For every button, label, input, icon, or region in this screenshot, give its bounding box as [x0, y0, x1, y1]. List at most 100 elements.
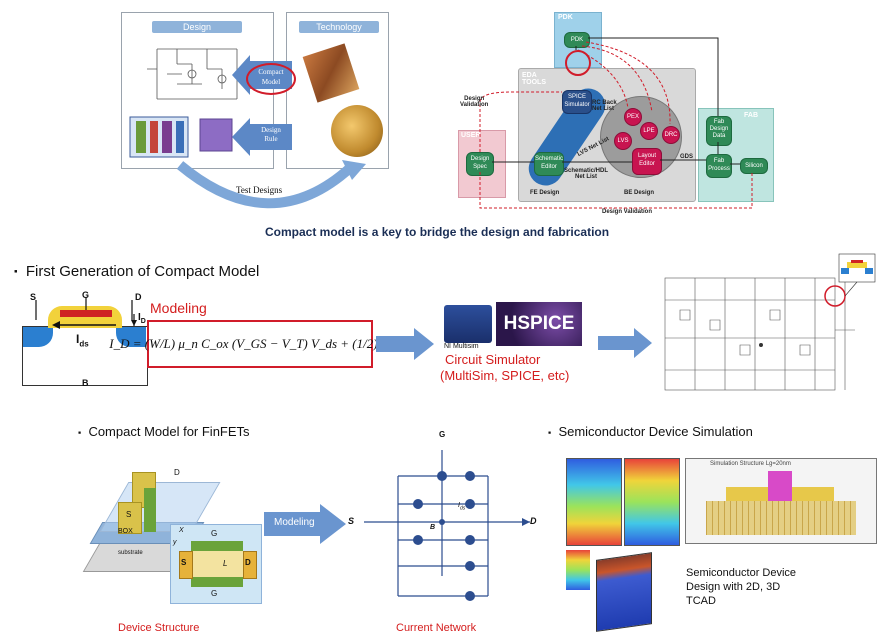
tcad-2d-plot-1 — [566, 458, 622, 546]
fab-region-label: FAB — [744, 112, 758, 119]
mosfet-ids-sub: ds — [79, 339, 89, 349]
section3-bullet: ▪ Semiconductor Device Simulation — [548, 424, 753, 439]
schematic-editor-node: Schematic Editor — [534, 152, 564, 176]
section2-bullet: ▪ Compact Model for FinFETs — [78, 424, 250, 439]
network-d-label: D — [530, 516, 537, 526]
mosfet-cross-section: S G D ID Ids B — [22, 290, 148, 388]
wafer-photo — [331, 105, 383, 157]
netlist-label: Schematic/HDL Net List — [564, 168, 609, 180]
gds-label: GDS — [680, 154, 694, 160]
mosfet-g-label: G — [82, 290, 90, 300]
finfet-substrate-label: substrate — [118, 550, 143, 556]
circuit-schematic — [664, 253, 876, 391]
inset-l-label: L — [223, 559, 228, 568]
inset-drain — [243, 551, 257, 579]
rc-netlist-label: RC Back Net List — [592, 100, 617, 112]
arrow-to-circuit — [598, 328, 652, 358]
ni-multisim-label: NI Multisim — [444, 343, 479, 350]
design-validation-bottom-label: Design Validation — [602, 209, 653, 215]
tcad-structure-title: Simulation Structure Lg=20nm — [710, 461, 791, 467]
arrow-to-simulator — [376, 328, 434, 360]
network-ids-main: I — [458, 502, 460, 509]
mosfet-b-label: B — [82, 378, 89, 388]
inset-gate-top — [191, 541, 243, 551]
design-tab-label: Design — [152, 21, 242, 33]
network-s-label: S — [348, 516, 355, 526]
be-design-label: BE Design — [624, 190, 655, 196]
eda-flow-lines — [479, 37, 753, 209]
tcad-mesh-region — [706, 501, 856, 535]
design-rule-label: Design Rule — [261, 126, 281, 143]
modeling-label-2: Modeling — [274, 517, 315, 528]
eda-tools-label: EDA TOOLS — [522, 72, 546, 86]
test-designs-arrow — [176, 160, 366, 209]
inset-d-label: D — [245, 558, 251, 567]
device-structure-label: Device Structure — [118, 622, 200, 634]
design-rule-arrow — [232, 118, 292, 156]
mosfet-drain-region — [116, 327, 146, 347]
circuit-simulator-label: Circuit Simulator — [445, 352, 541, 367]
inset-g-bottom-label: G — [211, 589, 218, 598]
finfet-s-label: S — [126, 510, 132, 519]
tcad-structure-plot: Simulation Structure Lg=20nm — [685, 458, 877, 544]
silicon-node: Silicon — [740, 158, 768, 174]
inset-x-label: X — [179, 527, 184, 534]
pex-node: PEX — [624, 108, 642, 126]
finfet-d-label: D — [174, 468, 180, 477]
mosfet-ids-label: Ids — [76, 332, 89, 348]
section2-title: Compact Model for FinFETs — [88, 424, 250, 439]
pdk-region-label: PDK — [558, 14, 573, 21]
tcad-gate-region — [768, 471, 792, 501]
inset-y-label: y — [173, 539, 177, 546]
mosfet-ids-main: I — [76, 332, 80, 346]
hspice-logo: HSPICE — [496, 302, 582, 346]
mosfet-gate — [60, 310, 112, 317]
current-network — [364, 450, 530, 601]
bullet-marker: ▪ — [548, 427, 552, 438]
fab-design-data-node: Fab Design Data — [706, 116, 732, 146]
modeling-label-1: Modeling — [150, 300, 207, 316]
arrow-modeling-finfet — [264, 504, 346, 544]
chip-photo — [302, 43, 360, 103]
mosfet-d-label: D — [135, 292, 142, 302]
mosfet-terminals — [35, 298, 137, 326]
compact-model-label: Compact Model — [246, 63, 296, 95]
finfet-source-block — [118, 502, 142, 534]
network-ids-sub: ds — [459, 505, 466, 512]
inset-channel — [191, 551, 243, 577]
mosfet-s-label: S — [30, 292, 37, 302]
bullet-marker: ▪ — [14, 266, 18, 278]
design-layout-art — [129, 116, 233, 158]
inset-gate-bottom — [191, 577, 243, 587]
compact-model-equation: I_D = (W/L) μ_n C_ox (V_GS − V_T) V_ds +… — [109, 320, 411, 368]
tcad-right-region — [792, 487, 834, 501]
drc-node: DRC — [662, 126, 680, 144]
circuit-simulator-examples: (MultiSim, SPICE, etc) — [440, 368, 570, 383]
finfet-inset: G G S D X y L — [170, 524, 262, 604]
finfet-box-label: BOX — [118, 528, 133, 535]
top-caption: Compact model is a key to bridge the des… — [265, 225, 610, 239]
network-ids-label: Ids — [458, 502, 465, 511]
inset-g-top-label: G — [211, 529, 218, 538]
section3-title: Semiconductor Device Simulation — [558, 424, 753, 439]
spice-simulator-node: SPICE Simulator — [562, 90, 592, 114]
tcad-2d-plot-2 — [624, 458, 680, 546]
section1-title: First Generation of Compact Model — [25, 263, 260, 280]
inset-s-label: S — [181, 558, 187, 567]
finfet-gate-bar — [144, 488, 156, 532]
mosfet-id-label: ID — [138, 312, 146, 325]
lvs-node: LVS — [614, 132, 632, 150]
multisim-logo — [444, 305, 492, 343]
mosfet-id-main: I — [138, 312, 141, 323]
current-network-label: Current Network — [396, 622, 477, 634]
tcad-description: Semiconductor Device Design with 2D, 3D … — [686, 567, 797, 607]
tcad-3d-legend — [566, 550, 590, 590]
inset-source — [179, 551, 193, 579]
network-g-label: G — [439, 430, 446, 439]
lpe-node: LPE — [640, 122, 658, 140]
hspice-text: HSPICE — [503, 313, 575, 334]
mosfet-id-sub: D — [140, 318, 146, 325]
design-validation-top-label: Design Validation — [460, 96, 489, 108]
mosfet-source-region — [23, 327, 53, 347]
technology-tab-label: Technology — [299, 21, 379, 33]
